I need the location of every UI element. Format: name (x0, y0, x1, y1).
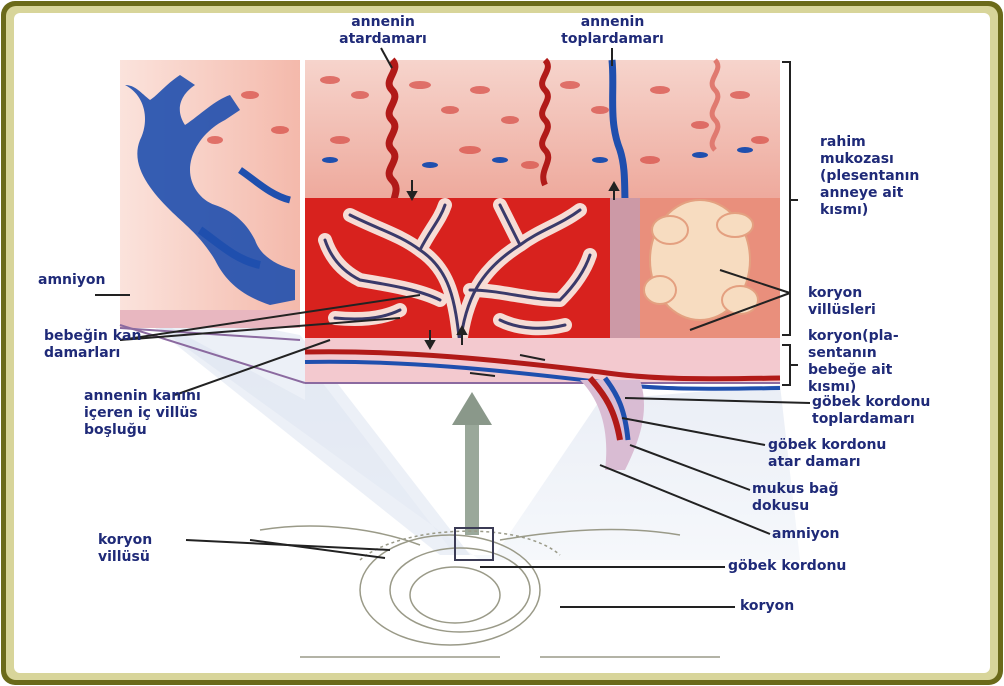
label-line: annenin (318, 14, 448, 31)
label-line: boşluğu (84, 422, 201, 439)
label-line: mukozası (820, 151, 919, 168)
label-line: kısmı) (820, 202, 919, 219)
label-line: göbek kordonu (768, 437, 886, 454)
label-line: toplardamarı (812, 411, 930, 428)
chorion-villus-pale (644, 200, 758, 320)
label-amnion-left: amniyon (38, 272, 106, 289)
label-fetal-vessels: bebeğin kan damarları (44, 328, 141, 362)
label-line: göbek kordonu (812, 394, 930, 411)
label-maternal-artery: annenin atardamarı (318, 14, 448, 48)
label-line: anneye ait (820, 185, 919, 202)
label-intervillous-space: annenin kanını içeren iç villüs boşluğu (84, 388, 201, 439)
label-line: villüsleri (808, 302, 876, 319)
label-line: göbek kordonu (728, 558, 846, 575)
label-line: koryon(pla- (808, 328, 899, 345)
label-line: amniyon (772, 526, 840, 543)
label-line: dokusu (752, 498, 839, 515)
label-uterine-mucosa: rahim mukozası (plesentanın anneye ait k… (820, 134, 919, 219)
label-line: atar damarı (768, 454, 886, 471)
label-line: bebeğe ait (808, 362, 899, 379)
label-line: sentanın (808, 345, 899, 362)
label-line: içeren iç villüs (84, 405, 201, 422)
label-maternal-vein: annenin toplardamarı (545, 14, 680, 48)
label-umbilical-artery: göbek kordonu atar damarı (768, 437, 886, 471)
label-line: mukus bağ (752, 481, 839, 498)
label-line: rahim (820, 134, 919, 151)
label-chorion: koryon (740, 598, 794, 615)
label-line: villüsü (98, 549, 152, 566)
label-amnion-right: amniyon (772, 526, 840, 543)
label-line: annenin (545, 14, 680, 31)
label-chorion-villus: koryon villüsü (98, 532, 152, 566)
label-line: damarları (44, 345, 141, 362)
label-mucous-tissue: mukus bağ dokusu (752, 481, 839, 515)
label-chorion-villi: koryon villüsleri (808, 285, 876, 319)
label-line: amniyon (38, 272, 106, 289)
label-line: bebeğin kan (44, 328, 141, 345)
label-line: koryon (740, 598, 794, 615)
label-line: koryon (808, 285, 876, 302)
label-umbilical-vein: göbek kordonu toplardamarı (812, 394, 930, 428)
label-line: atardamarı (318, 31, 448, 48)
label-umbilical-cord: göbek kordonu (728, 558, 846, 575)
label-line: toplardamarı (545, 31, 680, 48)
label-chorion-fetal-part: koryon(pla- sentanın bebeğe ait kısmı) (808, 328, 899, 396)
label-line: koryon (98, 532, 152, 549)
label-line: (plesentanın (820, 168, 919, 185)
label-line: annenin kanını (84, 388, 201, 405)
